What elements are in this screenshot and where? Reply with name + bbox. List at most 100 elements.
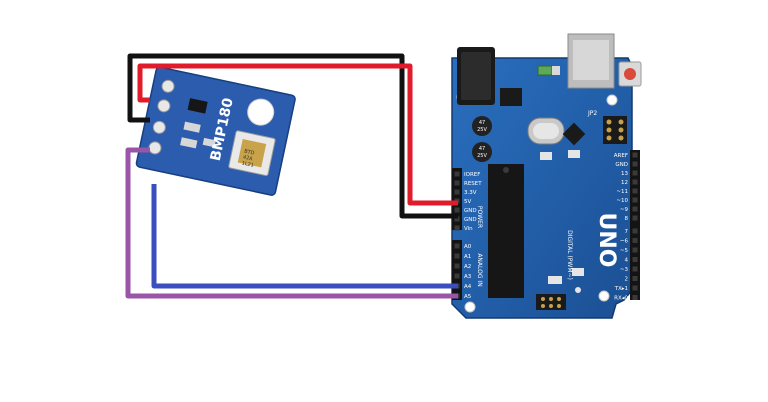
pin-label: GND xyxy=(615,162,628,168)
smd-part xyxy=(180,137,198,149)
smd-part xyxy=(552,66,560,75)
capacitor: 47 25V xyxy=(472,116,492,136)
header-pin xyxy=(454,171,460,177)
pin-label: Vin xyxy=(464,226,473,232)
pin-pad-sda xyxy=(148,141,162,155)
header-pin xyxy=(454,207,460,213)
usb-connector xyxy=(567,33,615,89)
pin-pad-scl xyxy=(152,120,166,134)
pin-label: A5 xyxy=(464,294,472,300)
pin-label: ~9 xyxy=(620,207,629,213)
pin-label: A2 xyxy=(464,264,471,270)
pin-label: RESET xyxy=(464,181,482,187)
pin-label: 12 xyxy=(621,180,628,186)
mounting-hole xyxy=(606,94,618,106)
bmp180-sensor: BMP180 BTD 42A 1L21 xyxy=(135,66,296,196)
header-pin xyxy=(632,161,638,167)
header-pin xyxy=(454,263,460,269)
svg-text:42A: 42A xyxy=(242,154,253,162)
header-pin xyxy=(632,228,638,234)
header-pin xyxy=(632,179,638,185)
header-pin xyxy=(632,215,638,221)
svg-text:1L21: 1L21 xyxy=(241,160,254,168)
wire-gnd xyxy=(127,53,458,219)
pin-label: ~10 xyxy=(616,198,628,204)
header-pin xyxy=(454,189,460,195)
pin-label: A1 xyxy=(464,254,471,260)
header-pin xyxy=(454,243,460,249)
uno-logo: UNO xyxy=(594,213,619,268)
header-pin xyxy=(632,152,638,158)
header-pin xyxy=(454,216,460,222)
pin-label: A4 xyxy=(464,284,472,290)
pin-label: RX◂0 xyxy=(614,296,628,302)
header-pin xyxy=(632,247,638,253)
atmega-microcontroller xyxy=(488,164,524,298)
icsp-header-bottom xyxy=(536,294,566,310)
mounting-hole xyxy=(247,98,275,126)
pin-pad-vin xyxy=(161,79,175,93)
svg-text:25V: 25V xyxy=(477,153,487,159)
svg-text:JP2: JP2 xyxy=(587,110,597,117)
pin-pad-gnd xyxy=(157,99,171,113)
wire-sda xyxy=(151,184,458,289)
pin-label: ~11 xyxy=(616,189,628,195)
svg-text:47: 47 xyxy=(479,146,485,152)
pin-label: 4 xyxy=(625,258,629,264)
header-pin xyxy=(454,273,460,279)
power-header-label: POWER xyxy=(476,206,483,228)
pin-label: 2 xyxy=(625,277,629,283)
digital-header xyxy=(630,150,640,300)
header-pin xyxy=(632,206,638,212)
wire-scl xyxy=(125,147,458,299)
pin-label: 7 xyxy=(625,229,629,235)
pin-label: 13 xyxy=(621,171,628,177)
header-pin xyxy=(632,170,638,176)
analog-header-label: ANALOG IN xyxy=(476,253,483,286)
svg-text:25V: 25V xyxy=(477,127,487,133)
pin-label: A0 xyxy=(464,244,472,250)
header-pin xyxy=(454,225,460,231)
dc-power-jack xyxy=(457,47,495,105)
header-pin xyxy=(454,180,460,186)
reset-button xyxy=(618,61,642,87)
arduino-uno-board: 47 25V 47 25V JP2 xyxy=(451,33,642,319)
header-pin xyxy=(632,266,638,272)
pin-label: ~5 xyxy=(620,248,629,254)
analog-header: ANALOG IN xyxy=(452,240,483,300)
pin-label: GND xyxy=(464,217,477,223)
wire-vcc xyxy=(137,63,458,206)
digital-header-label: DIGITAL (PWM~) xyxy=(566,230,573,280)
header-pin xyxy=(632,238,638,243)
smd-part xyxy=(183,121,201,133)
header-pin xyxy=(632,276,638,281)
smd-part xyxy=(575,287,581,293)
header-pin xyxy=(632,257,638,262)
header-pin xyxy=(454,253,460,259)
pin-label: GND xyxy=(464,208,477,214)
capacitor: 47 25V xyxy=(472,142,492,162)
smd-part xyxy=(548,276,562,284)
header-pin xyxy=(632,188,638,194)
pin-label: 3.3V xyxy=(464,190,477,196)
crystal-oscillator xyxy=(527,117,565,145)
pin-label: ~6 xyxy=(620,239,629,245)
pin-label: A3 xyxy=(464,274,472,280)
header-pin xyxy=(632,197,638,203)
mounting-hole xyxy=(464,301,476,313)
smd-part xyxy=(568,150,580,158)
regulator xyxy=(187,98,208,114)
voltage-regulator xyxy=(500,88,522,106)
smd-part xyxy=(202,137,216,148)
icsp-header: JP2 xyxy=(587,110,627,144)
header-pin xyxy=(632,295,638,300)
power-led xyxy=(537,65,553,76)
smd-part xyxy=(572,268,584,276)
svg-text:BTD: BTD xyxy=(244,149,256,157)
smd-part xyxy=(540,152,552,160)
pin-label: AREF xyxy=(614,153,628,159)
pin-label: ~3 xyxy=(620,267,629,273)
mounting-hole xyxy=(598,290,610,302)
pin-label: TX▸1 xyxy=(614,286,628,292)
